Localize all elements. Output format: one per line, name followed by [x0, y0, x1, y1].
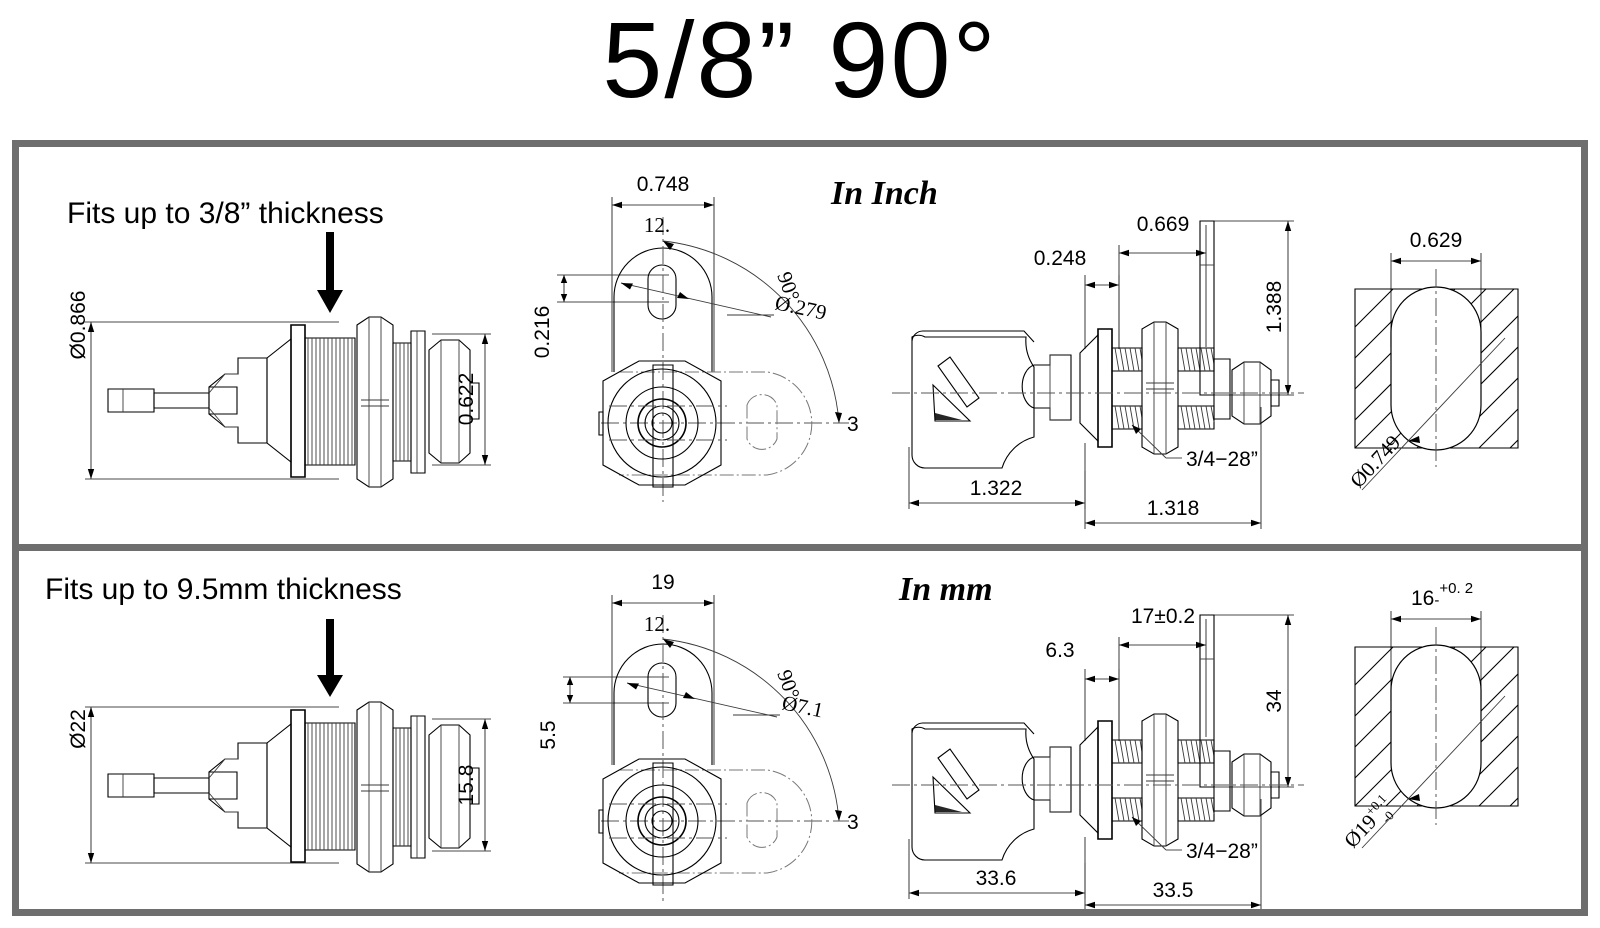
- dim-mm-side-diameter: Ø22: [67, 709, 90, 749]
- dim-inch-front-width: 0.748: [637, 173, 690, 196]
- view-mm-cutout: Ø19+0.1-0 16-+0. 2: [1319, 571, 1579, 871]
- dim-mm-camlength: 34: [1263, 689, 1286, 713]
- dim-inch-front-offset: 0.216: [531, 306, 554, 359]
- view-inch-cutout: Ø0.749 0.629: [1329, 217, 1579, 517]
- drawing-frame: [12, 140, 1588, 916]
- dim-inch-front-camradius: 12.: [644, 213, 670, 237]
- thickness-arrow-inch: [317, 232, 343, 313]
- dim-inch-camlength: 1.388: [1263, 281, 1286, 334]
- thread-hatch-mm: [307, 723, 353, 850]
- thickness-arrow-mm: [317, 619, 343, 697]
- dim-mm-front-width: 19: [651, 571, 674, 594]
- dim-mm-side-nut: 15.8: [455, 765, 478, 806]
- dim-inch-thread: 3/4−28”: [1186, 448, 1258, 471]
- dim-inch-flange: 0.248: [1034, 247, 1087, 270]
- view-inch-front: 0.748 12. 0.216 Ø.279 90° 3: [509, 157, 879, 537]
- note-mm-thickness: Fits up to 9.5mm thickness: [45, 573, 402, 606]
- dim-mm-keylength: 33.6: [976, 867, 1017, 890]
- dim-mm-cutout-holedia: Ø19+0.1-0: [1338, 791, 1402, 857]
- view-inch-section: 0.669 0.248 1.388 1.322 1.318 3/4−28”: [874, 207, 1314, 537]
- page-title: 5/8” 90°: [602, 0, 998, 120]
- view-inch-side: Ø0.866 0.622: [39, 207, 499, 527]
- view-mm-section: 17±0.2 6.3 34 33.6 33.5 3/4−28”: [874, 605, 1314, 909]
- dim-inch-side-nut: 0.622: [455, 373, 478, 426]
- dim-inch-cutout-flatwidth: 0.629: [1410, 229, 1463, 252]
- dim-inch-barrel: 0.669: [1137, 213, 1190, 236]
- dim-inch-totallength: 1.318: [1147, 497, 1200, 520]
- dim-mm-thread: 3/4−28”: [1186, 840, 1258, 863]
- dim-inch-keylength: 1.322: [970, 477, 1023, 500]
- view-mm-front: 19 12. 5.5 Ø7.1 90° 3: [509, 565, 879, 915]
- dim-inch-cutout-holedia: Ø0.749: [1345, 430, 1405, 492]
- dim-mm-cutout-flatwidth: 16-+0. 2: [1411, 580, 1473, 610]
- dim-mm-front-offset: 5.5: [537, 720, 560, 749]
- dim-inch-front-arclabel: 3: [847, 413, 859, 436]
- panel-mm: Fits up to 9.5mm thickness In mm: [19, 551, 1581, 909]
- panel-divider: [12, 544, 1588, 551]
- dim-mm-totallength: 33.5: [1153, 879, 1194, 902]
- note-inch-thickness: Fits up to 3/8” thickness: [67, 197, 384, 230]
- unit-label-mm: In mm: [899, 571, 993, 608]
- dim-mm-front-camradius: 12.: [644, 612, 670, 636]
- dim-mm-barrel: 17±0.2: [1131, 605, 1195, 628]
- dim-mm-flange: 6.3: [1045, 639, 1074, 662]
- view-mm-side: Ø22 15.8: [39, 611, 499, 911]
- unit-label-inch: In Inch: [831, 175, 938, 212]
- panel-inch: Fits up to 3/8” thickness In Inch: [19, 147, 1581, 544]
- thread-hatch-inch: [307, 338, 353, 465]
- dim-mm-front-arclabel: 3: [847, 811, 859, 834]
- dim-inch-side-diameter: Ø0.866: [67, 291, 90, 360]
